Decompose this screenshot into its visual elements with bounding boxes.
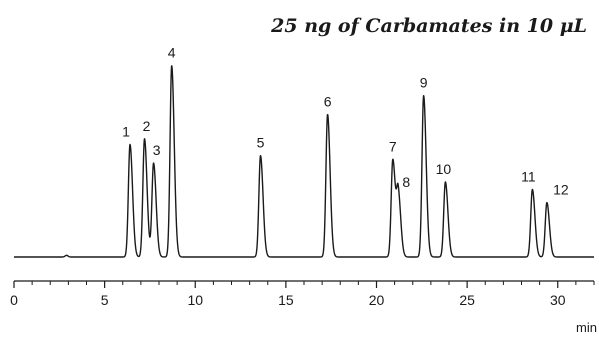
x-tick-label-5: 5 (101, 292, 109, 308)
peak-label-4: 4 (168, 45, 176, 61)
peak-label-3: 3 (153, 142, 161, 158)
peak-label-5: 5 (257, 135, 265, 151)
x-tick-label-10: 10 (187, 292, 203, 308)
peak-label-7: 7 (389, 138, 397, 154)
chromatogram-trace (13, 65, 595, 258)
x-tick-label-20: 20 (369, 292, 385, 308)
x-tick-label-15: 15 (278, 292, 294, 308)
peak-label-1: 1 (122, 123, 130, 139)
trace-layer (13, 65, 595, 258)
x-axis-unit-label: min (576, 320, 597, 335)
x-tick-label-30: 30 (550, 292, 566, 308)
peak-label-2: 2 (143, 118, 151, 134)
peak-label-12: 12 (553, 182, 569, 198)
peak-label-11: 11 (521, 169, 536, 185)
chart-title: 25 ng of Carbamates in 10 μL (270, 15, 587, 37)
peak-label-9: 9 (420, 75, 428, 91)
x-tick-label-0: 0 (10, 292, 18, 308)
x-tick-label-25: 25 (459, 292, 475, 308)
peak-label-10: 10 (436, 161, 452, 177)
x-axis: 0 5 10 15 20 25 30 (10, 280, 595, 308)
peak-label-8: 8 (402, 174, 410, 190)
peak-label-6: 6 (324, 93, 332, 109)
